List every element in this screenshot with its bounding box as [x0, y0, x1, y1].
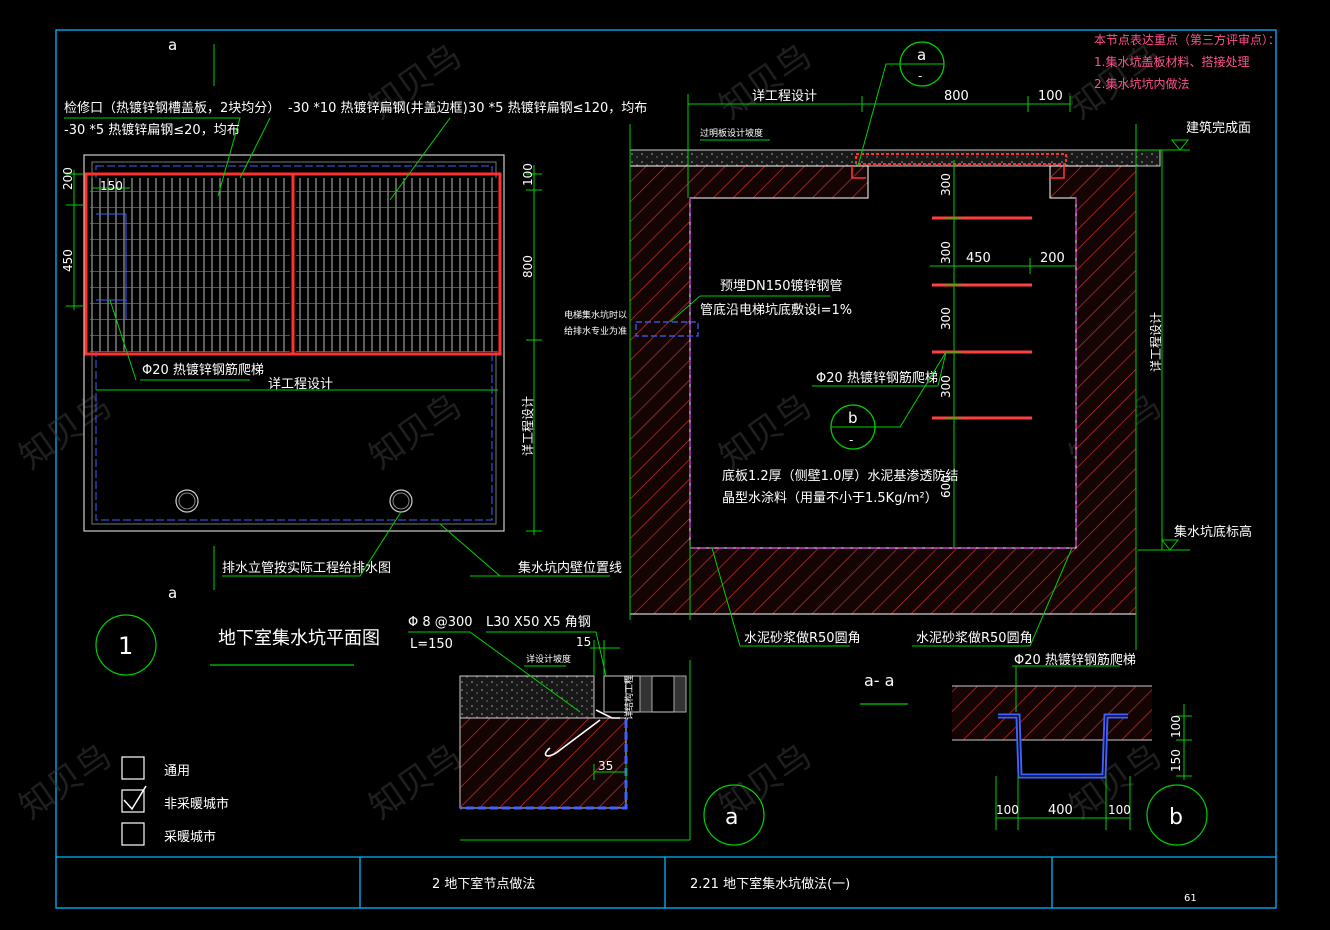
svg-text:详设计坡度: 详设计坡度: [526, 653, 571, 665]
svg-text:a: a: [725, 805, 738, 830]
svg-text:过明板设计坡度: 过明板设计坡度: [700, 127, 763, 139]
svg-text:100: 100: [521, 163, 535, 186]
legend-box-non-heating[interactable]: [121, 789, 145, 813]
legend-non-heating: 非采暖城市: [164, 796, 229, 812]
svg-text:给排水专业为准: 给排水专业为准: [564, 325, 627, 337]
review-notes: 本节点表达重点（第三方评审点）： 1.集水坑盖板材料、搭接处理 2.集水坑坑内做…: [1094, 32, 1280, 91]
svg-text:知贝鸟: 知贝鸟: [362, 736, 468, 827]
svg-text:800: 800: [521, 255, 535, 278]
svg-text:100: 100: [996, 803, 1019, 817]
svg-text:30 *5 热镀锌扁钢≤120，均布: 30 *5 热镀锌扁钢≤120，均布: [468, 100, 647, 116]
svg-text:详工程设计: 详工程设计: [520, 396, 535, 456]
svg-text:Φ20 热镀锌钢筋爬梯: Φ20 热镀锌钢筋爬梯: [816, 370, 938, 386]
svg-text:300: 300: [939, 173, 953, 196]
title-cell-drawing: 2.21 地下室集水坑做法(一): [690, 876, 850, 892]
svg-text:本节点表达重点（第三方评审点）：: 本节点表达重点（第三方评审点）：: [1094, 32, 1280, 47]
svg-text:2.集水坑坑内做法: 2.集水坑坑内做法: [1094, 76, 1189, 91]
svg-text:300: 300: [939, 307, 953, 330]
svg-text:150: 150: [1169, 749, 1183, 772]
svg-text:-30 *5 热镀锌扁钢≤20，均布: -30 *5 热镀锌扁钢≤20，均布: [64, 122, 240, 138]
drawing-number-circle: [95, 614, 157, 676]
svg-text:100: 100: [1038, 89, 1063, 104]
svg-text:知贝鸟: 知贝鸟: [362, 386, 468, 477]
svg-text:预埋DN150镀锌钢管: 预埋DN150镀锌钢管: [720, 278, 843, 294]
svg-text:1.集水坑盖板材料、搭接处理: 1.集水坑盖板材料、搭接处理: [1094, 54, 1249, 69]
svg-text:电梯集水坑时以: 电梯集水坑时以: [564, 309, 627, 321]
svg-text:450: 450: [61, 249, 75, 272]
svg-text:-: -: [849, 433, 853, 447]
plan-cut-bottom: a: [168, 584, 177, 602]
svg-text:Φ20 热镀锌钢筋爬梯: Φ20 热镀锌钢筋爬梯: [1014, 652, 1136, 668]
svg-text:35: 35: [598, 759, 613, 773]
svg-text:知贝鸟: 知贝鸟: [12, 736, 118, 827]
svg-text:b: b: [848, 409, 858, 427]
svg-text:知贝鸟: 知贝鸟: [12, 386, 118, 477]
svg-text:150: 150: [100, 179, 123, 193]
svg-text:Φ20 热镀锌钢筋爬梯: Φ20 热镀锌钢筋爬梯: [142, 362, 264, 378]
svg-text:-: -: [918, 69, 922, 83]
svg-text:15: 15: [576, 635, 591, 649]
svg-text:集水坑底标高: 集水坑底标高: [1174, 524, 1252, 540]
section-mark: a- a: [864, 671, 894, 690]
plan-label-cover: 检修口（热镀锌钢槽盖板，2块均分）: [64, 100, 280, 116]
svg-text:详工程设计: 详工程设计: [1148, 312, 1163, 372]
svg-text:知贝鸟: 知贝鸟: [712, 386, 818, 477]
svg-text:100: 100: [1108, 803, 1131, 817]
section-view: 详工程设计 800 100 过明板设计坡度 建筑完成面 300 300 300 …: [564, 41, 1252, 705]
legend-heating: 采暖城市: [164, 829, 216, 845]
legend-general: 通用: [164, 764, 190, 779]
svg-text:800: 800: [944, 89, 969, 104]
detail-b: Φ20 热镀锌钢筋爬梯 100 400 100 100 150 b: [952, 652, 1208, 846]
svg-text:1: 1: [118, 632, 133, 660]
svg-text:L=150: L=150: [410, 637, 453, 652]
svg-text:a: a: [917, 46, 926, 64]
legend: 通用 非采暖城市 采暖城市: [121, 756, 229, 846]
page-number: 61: [1184, 893, 1197, 904]
title-cell-chapter: 2 地下室节点做法: [432, 876, 535, 892]
plan-title: 地下室集水坑平面图: [218, 628, 380, 649]
svg-text:管底沿电梯坑底敷设i=1%: 管底沿电梯坑底敷设i=1%: [700, 302, 852, 318]
svg-text:300: 300: [939, 375, 953, 398]
section-grate: [855, 153, 1067, 165]
svg-text:Φ 8 @300: Φ 8 @300: [408, 615, 473, 630]
svg-text:水泥砂浆做R50圆角: 水泥砂浆做R50圆角: [744, 631, 861, 646]
check-icon: [123, 785, 147, 811]
legend-box-general[interactable]: [121, 756, 145, 780]
svg-text:知贝鸟: 知贝鸟: [712, 36, 818, 127]
svg-text:集水坑内壁位置线: 集水坑内壁位置线: [518, 560, 622, 576]
svg-text:排水立管按实际工程给排水图: 排水立管按实际工程给排水图: [222, 561, 391, 576]
plan-view: a a 200: [61, 36, 647, 676]
svg-text:详结构工程: 详结构工程: [623, 675, 635, 720]
svg-text:晶型水涂料（用量不小于1.5Kg/m²）: 晶型水涂料（用量不小于1.5Kg/m²）: [722, 490, 938, 506]
detail-a: Φ 8 @300 L=150 L30 X50 X5 角钢 15 35 详设计坡度…: [408, 615, 765, 846]
svg-text:底板1.2厚（侧壁1.0厚）水泥基渗透防结: 底板1.2厚（侧壁1.0厚）水泥基渗透防结: [722, 468, 958, 484]
plan-cut-top: a: [168, 36, 177, 54]
title-block: 2 地下室节点做法 2.21 地下室集水坑做法(一) 61: [432, 876, 1197, 904]
svg-text:详工程设计: 详工程设计: [268, 377, 333, 392]
embedded-pipe: [635, 321, 699, 337]
svg-text:水泥砂浆做R50圆角: 水泥砂浆做R50圆角: [916, 631, 1033, 646]
svg-text:400: 400: [1048, 803, 1073, 818]
svg-text:详工程设计: 详工程设计: [752, 89, 817, 104]
svg-text:450: 450: [966, 251, 991, 266]
svg-text:100: 100: [1169, 715, 1183, 738]
svg-text:300: 300: [939, 241, 953, 264]
svg-text:b: b: [1169, 805, 1183, 830]
svg-text:200: 200: [61, 167, 75, 190]
svg-text:-30 *10 热镀锌扁钢(井盖边框): -30 *10 热镀锌扁钢(井盖边框): [288, 100, 468, 116]
svg-text:建筑完成面: 建筑完成面: [1186, 120, 1251, 136]
legend-box-heating[interactable]: [121, 822, 145, 846]
svg-text:L30 X50 X5 角钢: L30 X50 X5 角钢: [486, 615, 591, 630]
sheet-border: [55, 29, 1277, 909]
drain-pipe-left: [175, 489, 199, 513]
svg-text:600: 600: [939, 475, 953, 498]
svg-text:200: 200: [1040, 251, 1065, 266]
